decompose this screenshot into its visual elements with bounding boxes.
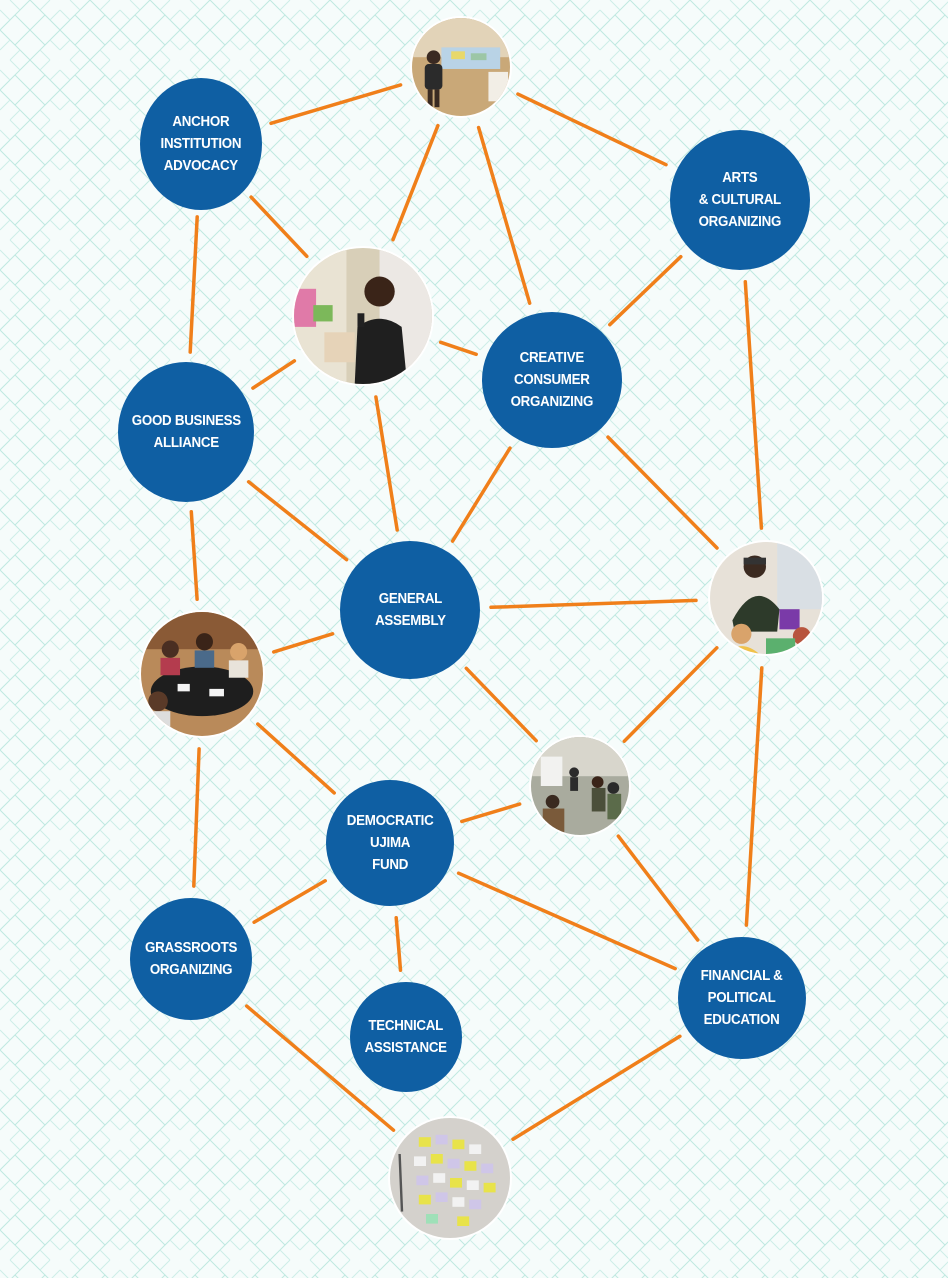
node-label: GOOD BUSINESS ALLIANCE bbox=[131, 413, 241, 451]
node-label: ARTS & CULTURAL ORGANIZING bbox=[698, 170, 782, 230]
connection-line-anchor-gba bbox=[188, 215, 199, 354]
connection-line-top-creative bbox=[476, 125, 532, 305]
connection-line-table-grass bbox=[192, 747, 201, 888]
node-arts-cultural-organizing: ARTS & CULTURAL ORGANIZING bbox=[670, 130, 810, 270]
connection-line-top-speaker bbox=[391, 123, 440, 242]
node-creative-consumer-organizing: CREATIVE CONSUMER ORGANIZING bbox=[482, 312, 622, 448]
meeting-room-photo bbox=[529, 735, 631, 837]
connection-line-ga-kids bbox=[489, 598, 698, 610]
connection-line-ga-table bbox=[271, 632, 335, 654]
connection-line-anchor-speaker bbox=[249, 195, 309, 259]
node-label: GRASSROOTS ORGANIZING bbox=[144, 940, 238, 978]
connection-line-duf-tech bbox=[394, 915, 403, 972]
sticky-notes-wall-photo bbox=[388, 1116, 512, 1240]
connection-line-ga-meeting bbox=[464, 666, 538, 743]
connection-line-speaker-gba bbox=[251, 359, 297, 390]
connection-line-table-duf bbox=[256, 722, 336, 795]
node-label: CREATIVE CONSUMER ORGANIZING bbox=[510, 350, 594, 410]
adult-with-children-photo bbox=[708, 540, 824, 656]
person-at-table-photo bbox=[410, 16, 512, 118]
node-label: FINANCIAL & POLITICAL EDUCATION bbox=[701, 968, 783, 1028]
connection-line-kids-fin bbox=[744, 666, 764, 927]
connection-line-gba-ga bbox=[246, 480, 349, 562]
connection-line-creative-ga bbox=[450, 446, 512, 543]
connection-line-speaker-ga bbox=[374, 395, 399, 532]
node-democratic-ujima-fund: DEMOCRATIC UJIMA FUND bbox=[326, 780, 454, 906]
connection-line-anchor-top bbox=[269, 83, 403, 126]
node-label: ANCHOR INSTITUTION ADVOCACY bbox=[160, 114, 242, 174]
connection-line-grass-sticky bbox=[244, 1004, 396, 1132]
connection-line-arts-kids bbox=[743, 280, 764, 530]
connection-line-gba-table bbox=[189, 510, 199, 601]
connection-line-kids-meeting bbox=[622, 646, 719, 743]
node-label: DEMOCRATIC UJIMA FUND bbox=[346, 813, 434, 873]
connection-line-top-arts bbox=[516, 92, 668, 167]
node-label: GENERAL ASSEMBLY bbox=[374, 591, 446, 629]
connection-line-meeting-fin bbox=[616, 834, 700, 942]
node-technical-assistance: TECHNICAL ASSISTANCE bbox=[350, 982, 462, 1092]
connection-line-duf-grass bbox=[252, 879, 327, 924]
node-anchor-institution-advocacy: ANCHOR INSTITUTION ADVOCACY bbox=[140, 78, 262, 210]
connection-line-duf-fin bbox=[456, 871, 677, 971]
node-label: TECHNICAL ASSISTANCE bbox=[364, 1018, 448, 1056]
node-grassroots-organizing: GRASSROOTS ORGANIZING bbox=[130, 898, 252, 1020]
connection-line-fin-sticky bbox=[511, 1034, 682, 1141]
node-general-assembly: GENERAL ASSEMBLY bbox=[340, 541, 480, 679]
connection-line-creative-kids bbox=[606, 435, 719, 550]
group-at-round-table-photo bbox=[139, 610, 265, 738]
connection-line-meeting-duf bbox=[460, 802, 522, 824]
node-financial-political-education: FINANCIAL & POLITICAL EDUCATION bbox=[678, 937, 806, 1059]
connection-line-speaker-creative bbox=[438, 340, 478, 357]
speaker-with-microphone-photo bbox=[292, 246, 434, 386]
connection-line-arts-creative bbox=[608, 254, 683, 327]
node-good-business-alliance: GOOD BUSINESS ALLIANCE bbox=[118, 362, 254, 502]
